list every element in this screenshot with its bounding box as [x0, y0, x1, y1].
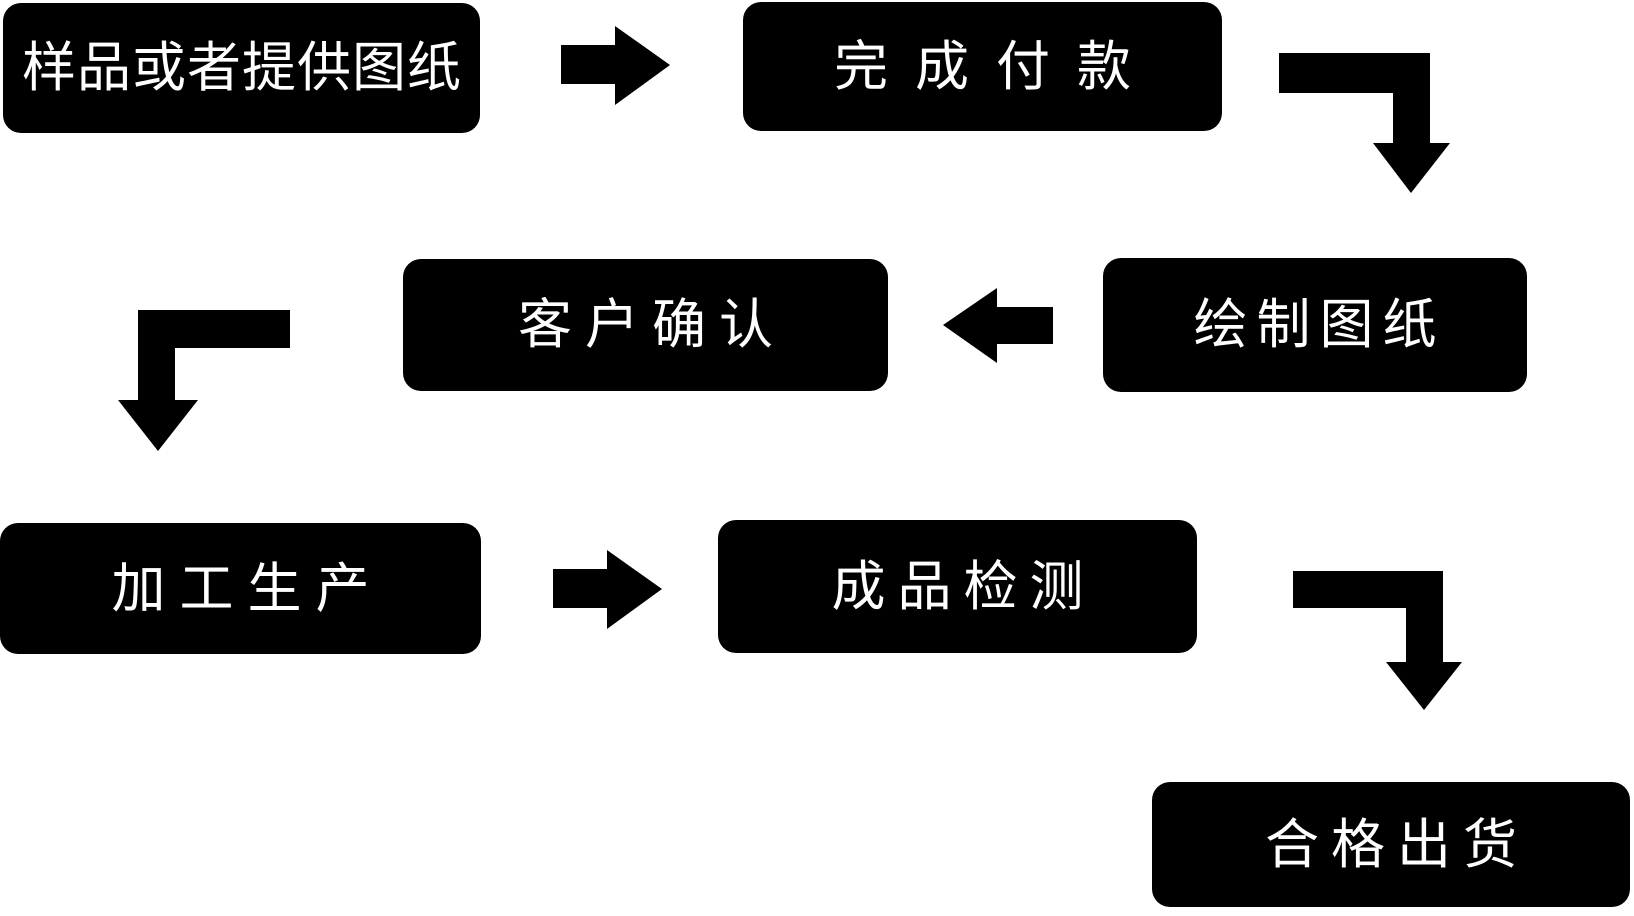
arrow-elbow-down-left-icon [118, 310, 290, 451]
node-label: 样品或者提供图纸 [22, 38, 462, 98]
flow-node-finished-product-inspection: 成品检测 [718, 520, 1197, 653]
arrow-elbow-down-right-icon [1279, 53, 1450, 193]
node-label: 合格出货 [1265, 814, 1529, 875]
node-label: 完成付款 [834, 36, 1158, 97]
node-label: 绘制图纸 [1193, 295, 1446, 355]
flow-node-complete-payment: 完成付款 [743, 2, 1222, 131]
flow-node-sample-or-provide-drawings: 样品或者提供图纸 [3, 3, 480, 133]
flow-node-qualified-shipment: 合格出货 [1152, 782, 1630, 907]
arrow-right-icon [561, 26, 670, 105]
node-label: 加工生产 [111, 558, 384, 619]
flow-node-processing-production: 加工生产 [0, 523, 481, 654]
node-label: 客户确认 [518, 295, 786, 355]
node-label: 成品检测 [831, 556, 1096, 617]
flow-node-customer-confirmation: 客户确认 [403, 259, 888, 391]
flow-node-draw-drawings: 绘制图纸 [1103, 258, 1527, 392]
arrow-elbow-down-right-icon [1293, 571, 1462, 710]
arrow-left-icon [943, 288, 1053, 363]
arrow-right-icon [553, 550, 662, 629]
